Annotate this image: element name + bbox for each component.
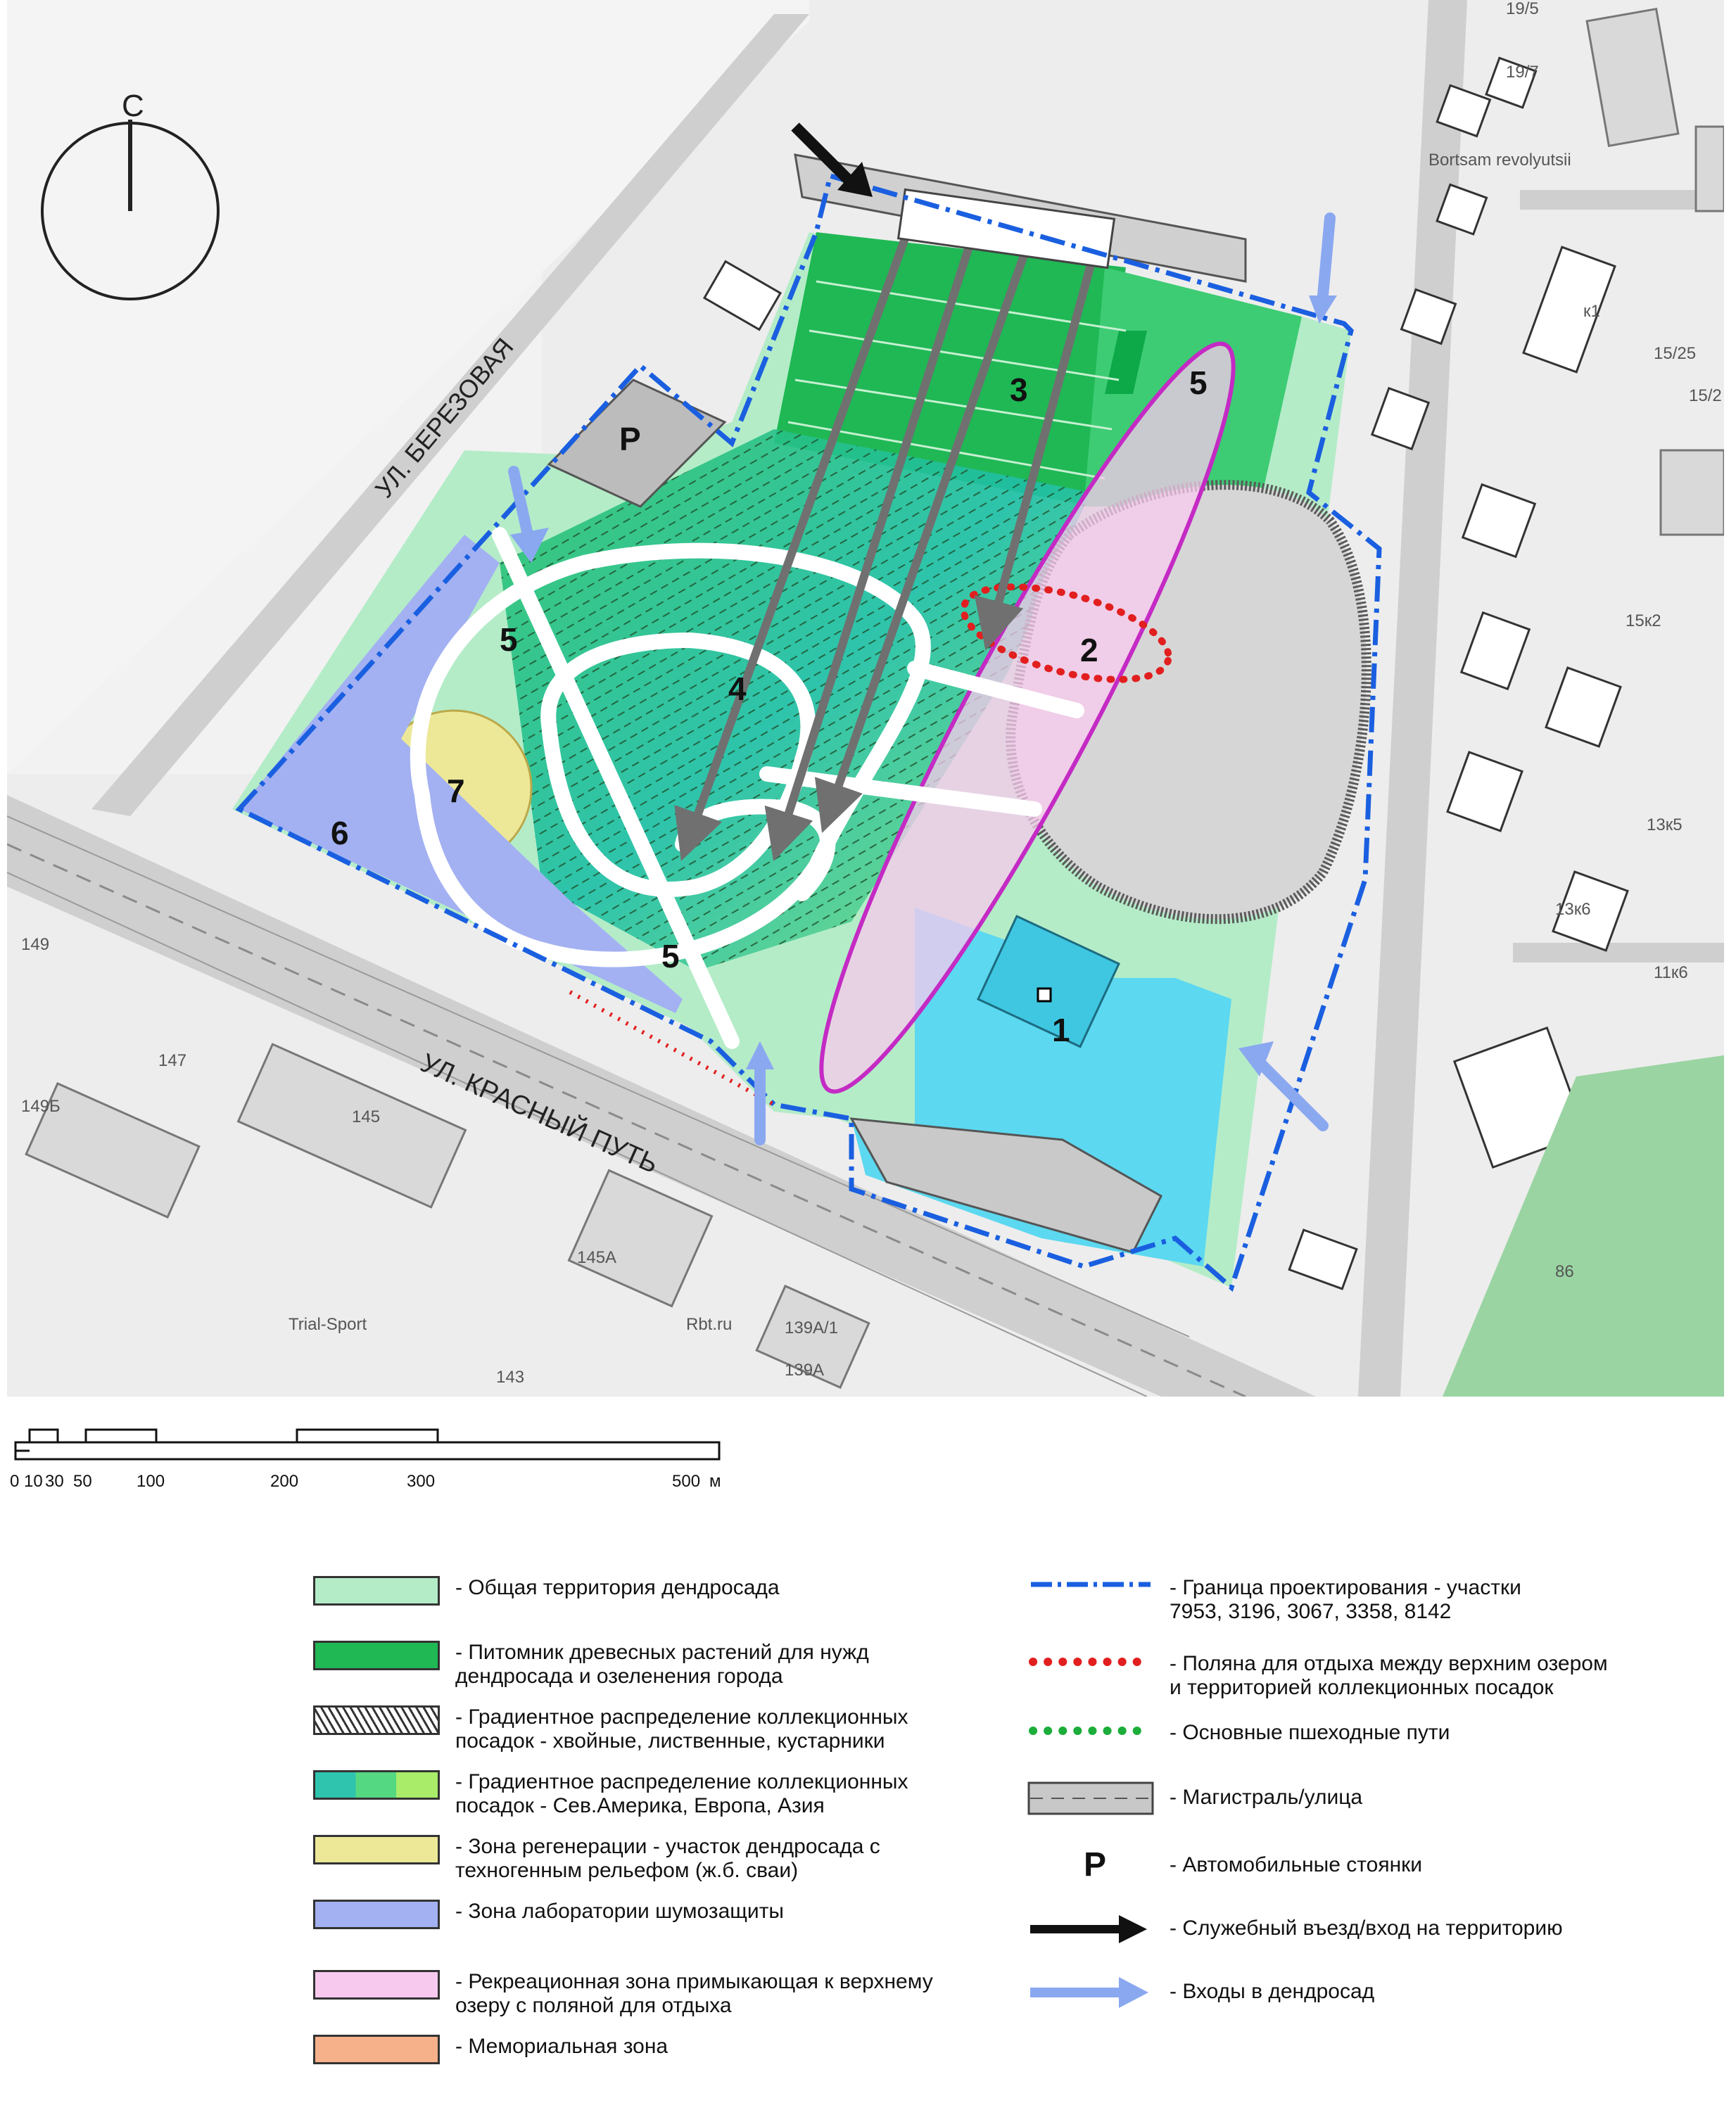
bld-13k6: 13к6 xyxy=(1555,900,1591,919)
legend-boundary: - Граница проектирования - участки 7953,… xyxy=(1027,1576,1521,1624)
bld-19-7: 19/7 xyxy=(1506,63,1539,82)
legend-text-red-dots: - Поляна для отдыха между верхним озером… xyxy=(1170,1652,1608,1699)
bld-145a: 145А xyxy=(577,1248,616,1267)
bld-86: 86 xyxy=(1555,1262,1574,1281)
legend-text-parking: - Автомобильные стоянки xyxy=(1170,1853,1423,1876)
bld-145: 145 xyxy=(352,1107,380,1126)
scale-tick-100: 100 xyxy=(137,1472,165,1491)
bld-13k5: 13к5 xyxy=(1647,815,1683,834)
legend-text-general: - Общая территория дендросада xyxy=(455,1576,780,1599)
legend-collection-regions: - Градиентное распределение коллекционны… xyxy=(313,1770,908,1818)
scale-bar xyxy=(14,1428,721,1461)
bld-15-2: 15/2 xyxy=(1689,386,1722,405)
legend-red-dots: - Поляна для отдыха между верхним озером… xyxy=(1027,1652,1608,1700)
legend-text-memorial: - Мемориальная зона xyxy=(455,2035,669,2058)
zone-label-3: 3 xyxy=(1010,371,1028,408)
legend-symbol-road xyxy=(1027,1781,1154,1815)
scale-tick-10: 10 xyxy=(24,1472,43,1491)
legend-regeneration: - Зона регенерации - участок дендросада … xyxy=(313,1835,880,1883)
legend-swatch-noise-lab xyxy=(313,1900,440,1929)
legend-swatch-memorial xyxy=(313,2035,440,2064)
scale-tick-30: 30 xyxy=(45,1472,64,1491)
bld-149: 149 xyxy=(21,935,49,954)
legend-text-road: - Магистраль/улица xyxy=(1170,1786,1363,1809)
scale-tick-200: 200 xyxy=(270,1472,299,1491)
legend-text-nursery: - Питомник древесных растений для нужд д… xyxy=(455,1641,869,1688)
legend-symbol-entrance-arrow xyxy=(1030,1977,1148,2008)
legend-text-hatch: - Градиентное распределение коллекционны… xyxy=(455,1705,908,1753)
legend-swatch-general xyxy=(313,1576,440,1606)
legend-memorial: - Мемориальная зона xyxy=(313,2035,668,2064)
bld-139a: 139А xyxy=(785,1361,824,1380)
poi-rbt: Rbt.ru xyxy=(686,1315,732,1334)
bld-15k2: 15к2 xyxy=(1626,611,1661,630)
bld-15-25: 15/25 xyxy=(1654,344,1696,363)
bld-147: 147 xyxy=(158,1051,186,1070)
bld-11k6: 11к6 xyxy=(1654,963,1688,982)
legend-swatch-nursery xyxy=(313,1641,440,1670)
service-entrance-arrow xyxy=(791,122,873,197)
bld-19-5: 19/5 xyxy=(1506,0,1539,18)
legend-entrance-arrow: - Входы в дендросад xyxy=(1027,1971,1374,2014)
legend-symbol-red-dots xyxy=(1029,1658,1153,1666)
zone-label-5c: 5 xyxy=(661,938,680,974)
legend-nursery: - Питомник древесных растений для нужд д… xyxy=(313,1641,869,1689)
legend-text-regions: - Градиентное распределение коллекционны… xyxy=(455,1770,908,1817)
walking-paths xyxy=(410,527,1084,1049)
zone-label-4: 4 xyxy=(728,671,747,707)
legend-symbol-parking: P xyxy=(1084,1846,1106,1883)
scale-tick-300: 300 xyxy=(407,1472,436,1491)
svg-text:P: P xyxy=(1084,1846,1106,1883)
legend-hatch: - Градиентное распределение коллекционны… xyxy=(313,1705,908,1753)
legend-noise-lab: - Зона лаборатории шумозащиты xyxy=(313,1900,784,1929)
legend-text-regeneration: - Зона регенерации - участок дендросада … xyxy=(455,1835,880,1882)
legend-symbol-service-arrow xyxy=(1030,1915,1147,1943)
rest-glade xyxy=(960,583,1172,683)
project-boundary xyxy=(235,172,1382,1292)
legend-text-service-arrow: - Служебный въезд/вход на территорию xyxy=(1170,1917,1563,1940)
scale-tick-50: 50 xyxy=(73,1472,92,1491)
bld-bortsam: Bortsam revolyutsii xyxy=(1428,151,1571,170)
legend-symbol-green-dots xyxy=(1029,1727,1153,1735)
legend-text-entrance-arrow: - Входы в дендросад xyxy=(1170,1980,1375,2003)
zone-1-complex xyxy=(849,908,1231,1266)
scale-tick-500: 500 xyxy=(672,1472,701,1491)
site-plan-map: С УЛ. БЕРЕЗОВАЯ УЛ. КРАСНЫЙ ПУТЬ 1 2 3 4… xyxy=(7,0,1724,1397)
poi-trial-sport: Trial-Sport xyxy=(289,1315,367,1334)
legend-green-dots: - Основные пшеходные пути xyxy=(1027,1721,1450,1763)
legend-general: - Общая территория дендросада xyxy=(313,1576,780,1606)
scale-unit: м xyxy=(709,1472,721,1491)
parking-label: P xyxy=(619,421,641,457)
collection-flow-arrows xyxy=(674,209,1102,862)
zone-label-5b: 5 xyxy=(1189,364,1208,401)
zone-label-7: 7 xyxy=(447,773,465,809)
bld-143: 143 xyxy=(496,1368,524,1387)
zone-label-1: 1 xyxy=(1052,1012,1070,1048)
legend-text-recreation: - Рекреационная зона примыкающая к верхн… xyxy=(455,1970,933,2017)
legend-text-boundary: - Граница проектирования - участки 7953,… xyxy=(1170,1576,1521,1623)
bld-139a-1: 139А/1 xyxy=(785,1318,838,1337)
north-compass xyxy=(41,120,220,300)
legend-swatch-hatch xyxy=(313,1705,440,1735)
legend-parking: P - Автомобильные стоянки xyxy=(1027,1845,1422,1887)
legend-swatch-regions xyxy=(313,1770,440,1800)
bld-k1: к1 xyxy=(1583,302,1600,321)
legend-text-green-dots: - Основные пшеходные пути xyxy=(1170,1721,1450,1744)
legend-swatch-recreation xyxy=(313,1970,440,2000)
bld-149b: 149Б xyxy=(21,1097,61,1116)
legend-text-noise-lab: - Зона лаборатории шумозащиты xyxy=(455,1900,784,1923)
zone-label-6: 6 xyxy=(331,815,349,851)
legend-recreation: - Рекреационная зона примыкающая к верхн… xyxy=(313,1970,933,2018)
legend: - Общая территория дендросада - Питомник… xyxy=(0,1555,1736,2104)
zone-label-5a: 5 xyxy=(500,621,518,658)
zone-label-2: 2 xyxy=(1080,632,1098,668)
legend-road: - Магистраль/улица xyxy=(1027,1780,1362,1822)
legend-symbol-boundary xyxy=(1031,1582,1151,1587)
streets xyxy=(7,0,1724,1397)
legend-swatch-regeneration xyxy=(313,1835,440,1864)
entrance-arrows xyxy=(508,212,1336,1145)
legend-service-arrow: - Служебный въезд/вход на территорию xyxy=(1027,1908,1563,1950)
compass-letter: С xyxy=(122,89,144,123)
scale-tick-0: 0 xyxy=(10,1472,20,1491)
